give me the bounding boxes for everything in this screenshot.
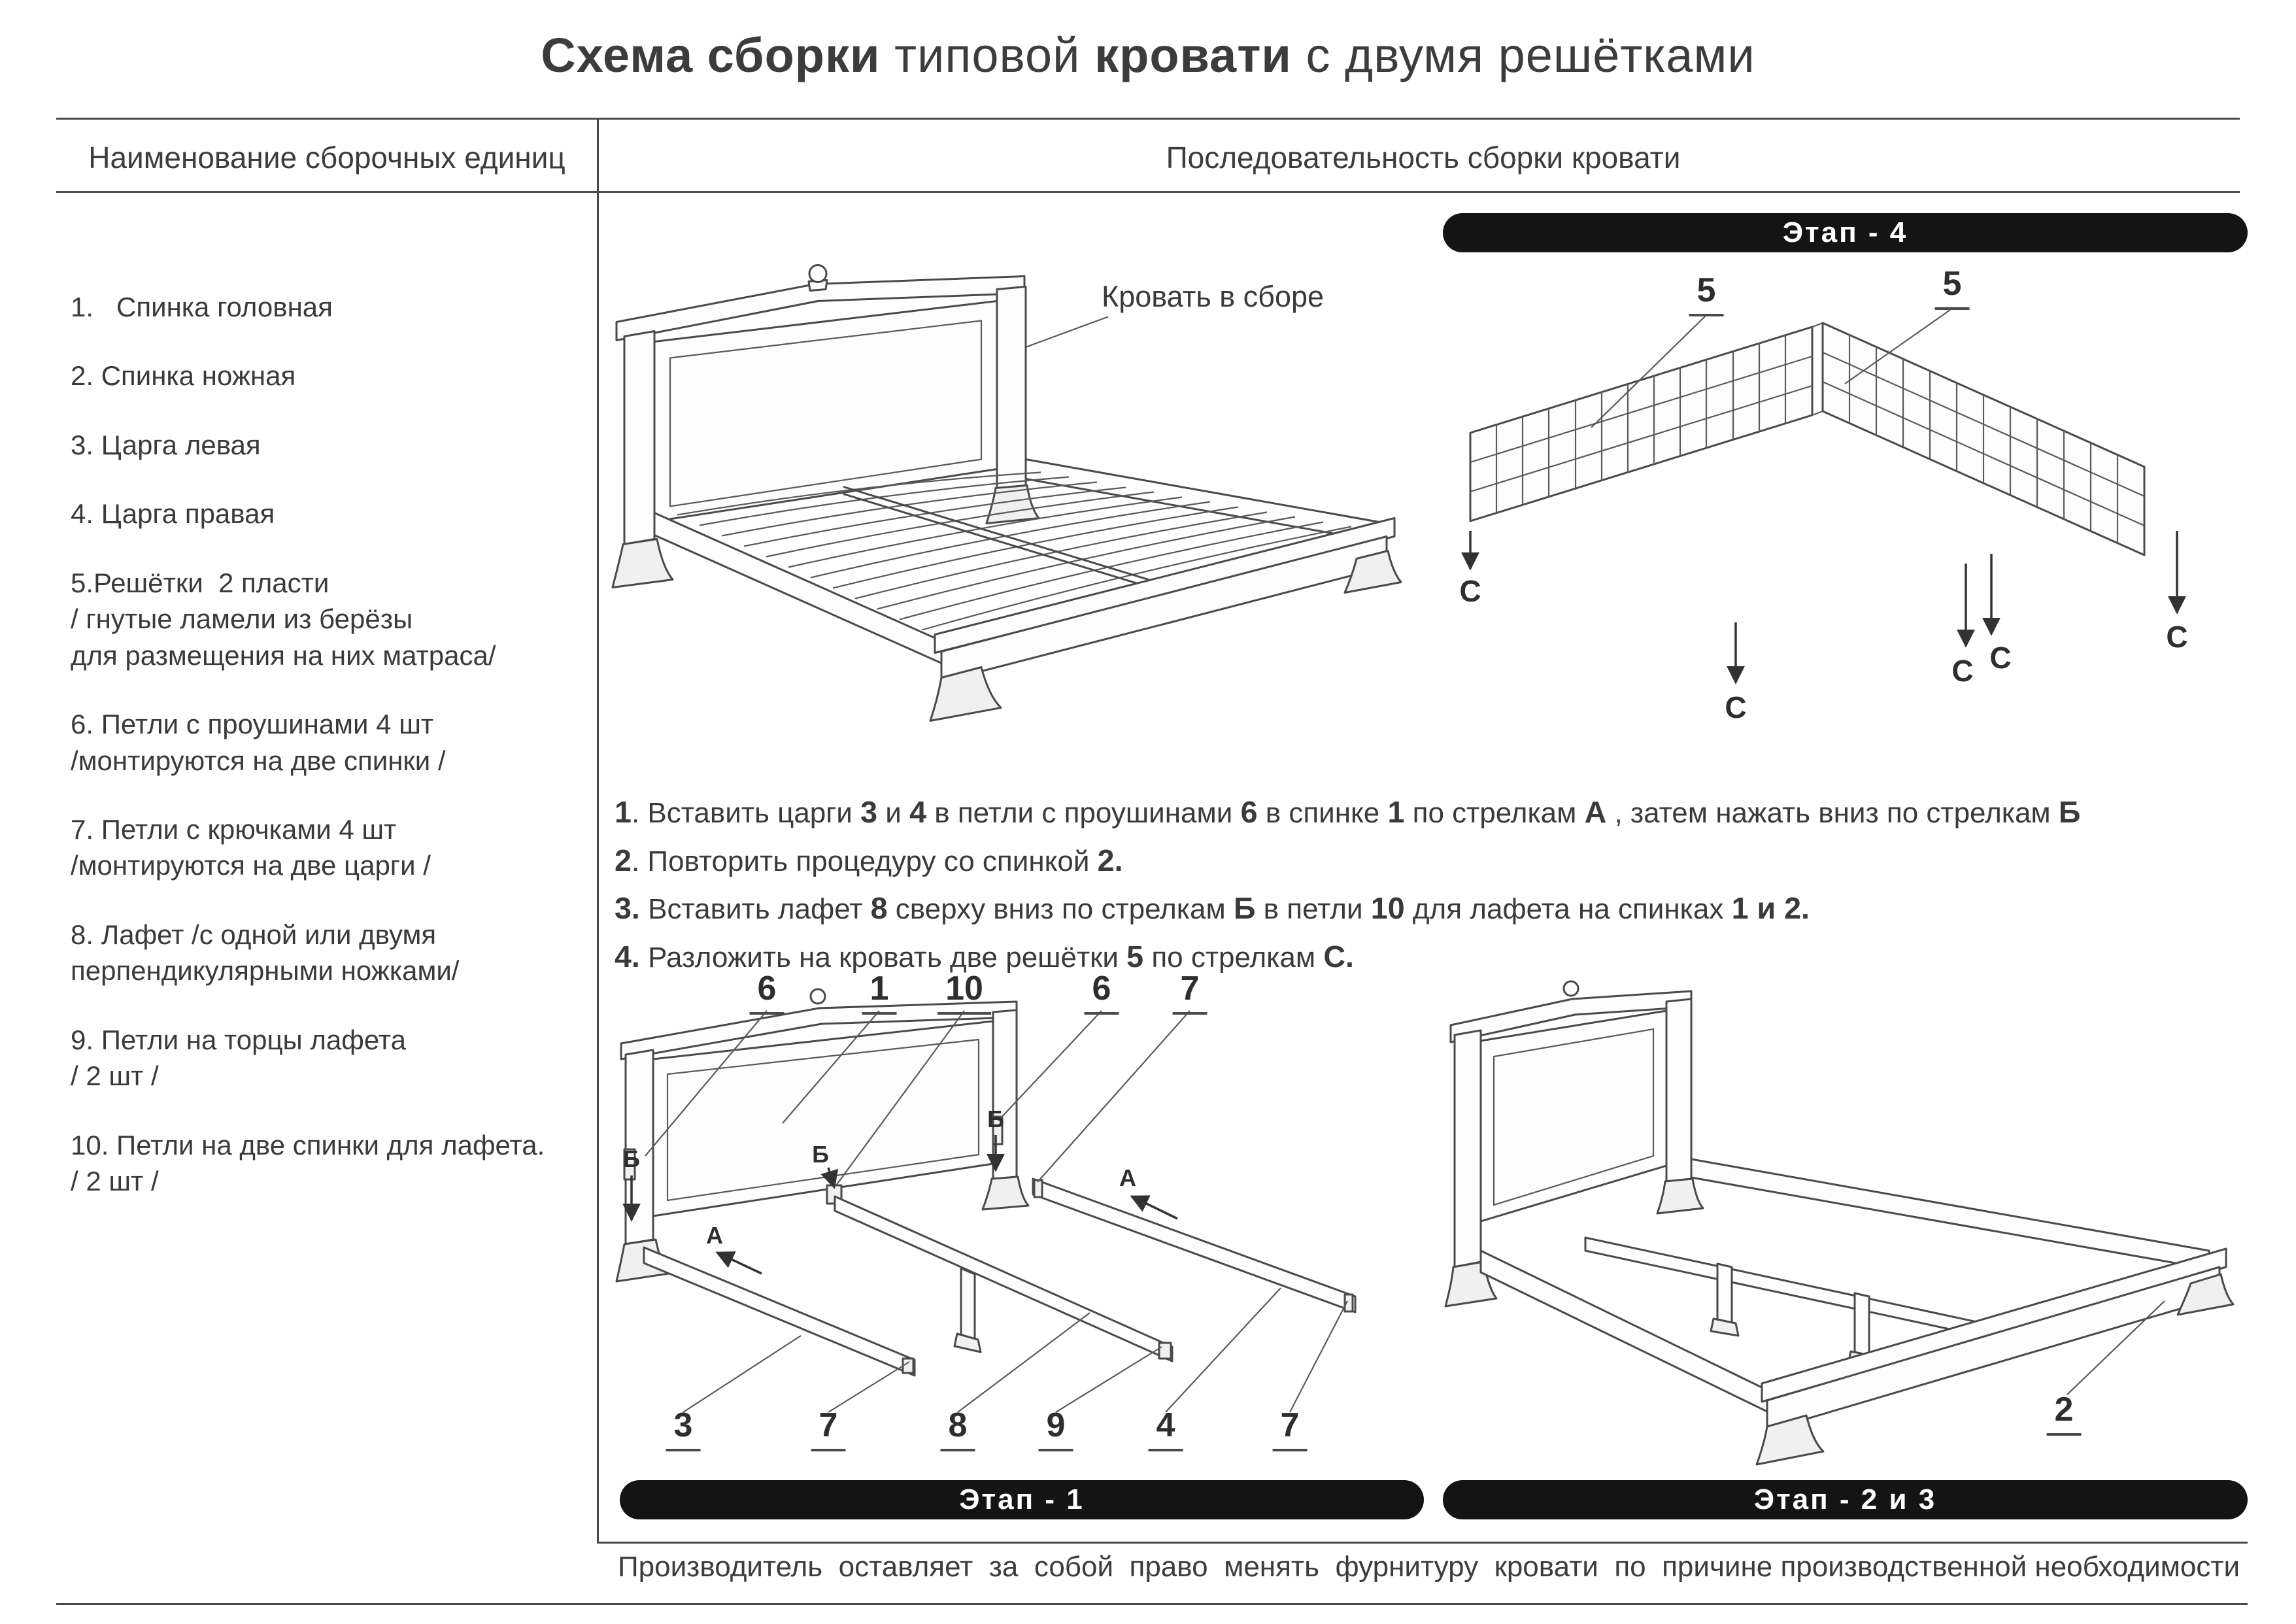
part-item-9: 9. Петли на торцы лафета / 2 шт / [71, 1024, 406, 1092]
part-item-8: 8. Лафет /с одной или двумя перпендикуля… [71, 919, 460, 987]
left-rail-3 [643, 1246, 916, 1377]
column-divider [597, 118, 599, 1543]
bottom-rule [56, 1603, 2248, 1605]
stage4-arrow-label-c-2: С [1725, 690, 1747, 724]
stage1-label-6a: 6 [749, 968, 785, 1015]
stage1-label-1: 1 [862, 968, 897, 1015]
left-column-header: Наименование сборочных единиц [88, 141, 566, 175]
right-slat-panel [1821, 322, 2146, 556]
stage1-label-9: 9 [1038, 1404, 1073, 1451]
slats [677, 471, 1352, 631]
stage4-arrow-label-c-5: С [2166, 620, 2188, 654]
part-item-1: 1. Спинка головная [71, 292, 333, 322]
stage1-label-6b: 6 [1084, 968, 1119, 1015]
stage-4-diagram: 5 5 С С С С С [1443, 256, 2248, 766]
stage4-arrow-label-c-4: С [1989, 641, 2012, 675]
lafet-8 [834, 1195, 1173, 1362]
part-item-2: 2. Спинка ножная [71, 360, 296, 392]
stage1-arrow-label-b-1: Б [623, 1145, 640, 1172]
assembled-bed-diagram: Кровать в сборе [605, 242, 1435, 788]
exploded-headboard-drawing [615, 988, 1357, 1413]
stage1-arrow-label-a-2: А [1119, 1164, 1136, 1191]
direction-arrows [622, 1135, 1178, 1275]
stage4-label-5-right: 5 [1934, 263, 1970, 310]
footer-top-rule [597, 1542, 2248, 1544]
stage-1-banner: Этап - 1 [620, 1480, 1424, 1519]
part-item-5: 5.Решётки 2 пласти / гнутые ламели из бе… [71, 567, 496, 671]
stage-4-banner: Этап - 4 [1443, 213, 2248, 252]
part-item-3: 3. Царга левая [71, 429, 261, 460]
headboard [1444, 980, 1704, 1308]
part-item-7: 7. Петли с крючками 4 шт /монтируются на… [71, 813, 431, 881]
stage4-arrow-label-c-1: С [1459, 574, 1481, 608]
instruction-step-2: 2. Повторить процедуру со спинкой 2. [615, 843, 1123, 877]
stage1-label-7b: 7 [811, 1404, 846, 1451]
page-title: Схема сборки типовой кровати с двумя реш… [541, 28, 1755, 82]
stage1-label-7c: 7 [1272, 1404, 1308, 1451]
manufacturer-note: Производитель оставляет за собой право м… [618, 1551, 2240, 1583]
part-item-10: 10. Петли на две спинки для лафета. / 2 … [71, 1129, 545, 1196]
parts-list: 1. Спинка головная 2. Спинка ножная 3. Ц… [71, 289, 591, 1199]
stage-1-diagram: 6 1 10 6 7 3 7 8 9 4 7 Б Б Б А А [605, 960, 1425, 1470]
stage1-label-4: 4 [1148, 1404, 1183, 1451]
slats-drawing [1461, 309, 2186, 685]
right-rail-4 [1032, 1177, 1357, 1313]
footboard [1755, 1247, 2235, 1466]
headboard [615, 988, 1030, 1283]
assembly-instructions: 1. Вставить царги 3 и 4 в петли с проуши… [615, 792, 2249, 985]
top-rule [56, 118, 2240, 120]
assembled-bed-drawing [611, 264, 1402, 722]
stage23-label-2: 2 [2046, 1389, 2082, 1436]
footboard [929, 517, 1402, 722]
leader-lines [645, 1010, 1348, 1413]
left-slat-panel [1469, 326, 1814, 522]
stage-2-3-diagram: 2 [1443, 960, 2247, 1470]
stage1-arrow-label-b-3: Б [987, 1106, 1004, 1132]
hinge-eyelet-left [623, 1148, 636, 1181]
stage1-label-10: 10 [937, 968, 991, 1015]
headboard [611, 264, 1040, 588]
far-side-rail [1690, 1158, 2210, 1270]
lafet-end-hinge [1158, 1342, 1172, 1360]
stage1-arrow-label-a-1: А [706, 1222, 723, 1249]
stage1-label-3: 3 [666, 1404, 701, 1451]
bed-frame-drawing [1444, 980, 2235, 1466]
header-rule [56, 191, 2240, 193]
right-column-header: Последовательность сборки кровати [1166, 141, 1681, 175]
instruction-step-3: 3. Вставить лафет 8 сверху вниз по стрел… [615, 891, 1810, 926]
part-item-6: 6. Петли с проушинами 4 шт /монтируются … [71, 709, 446, 776]
stage-2-3-banner: Этап - 2 и 3 [1443, 1480, 2248, 1519]
stage4-label-5-left: 5 [1689, 269, 1724, 316]
part-item-4: 4. Царга правая [71, 498, 275, 530]
stage1-label-8: 8 [940, 1404, 975, 1451]
stage1-arrow-label-b-2: Б [812, 1141, 829, 1168]
stage4-arrow-label-c-3: С [1951, 654, 1974, 688]
instruction-step-4: 4. Разложить на кровать две решётки 5 по… [615, 939, 1354, 973]
assembled-bed-caption: Кровать в сборе [1102, 280, 1325, 313]
stage1-label-7a: 7 [1172, 968, 1207, 1015]
instruction-step-1: 1. Вставить царги 3 и 4 в петли с проуши… [615, 795, 2081, 829]
